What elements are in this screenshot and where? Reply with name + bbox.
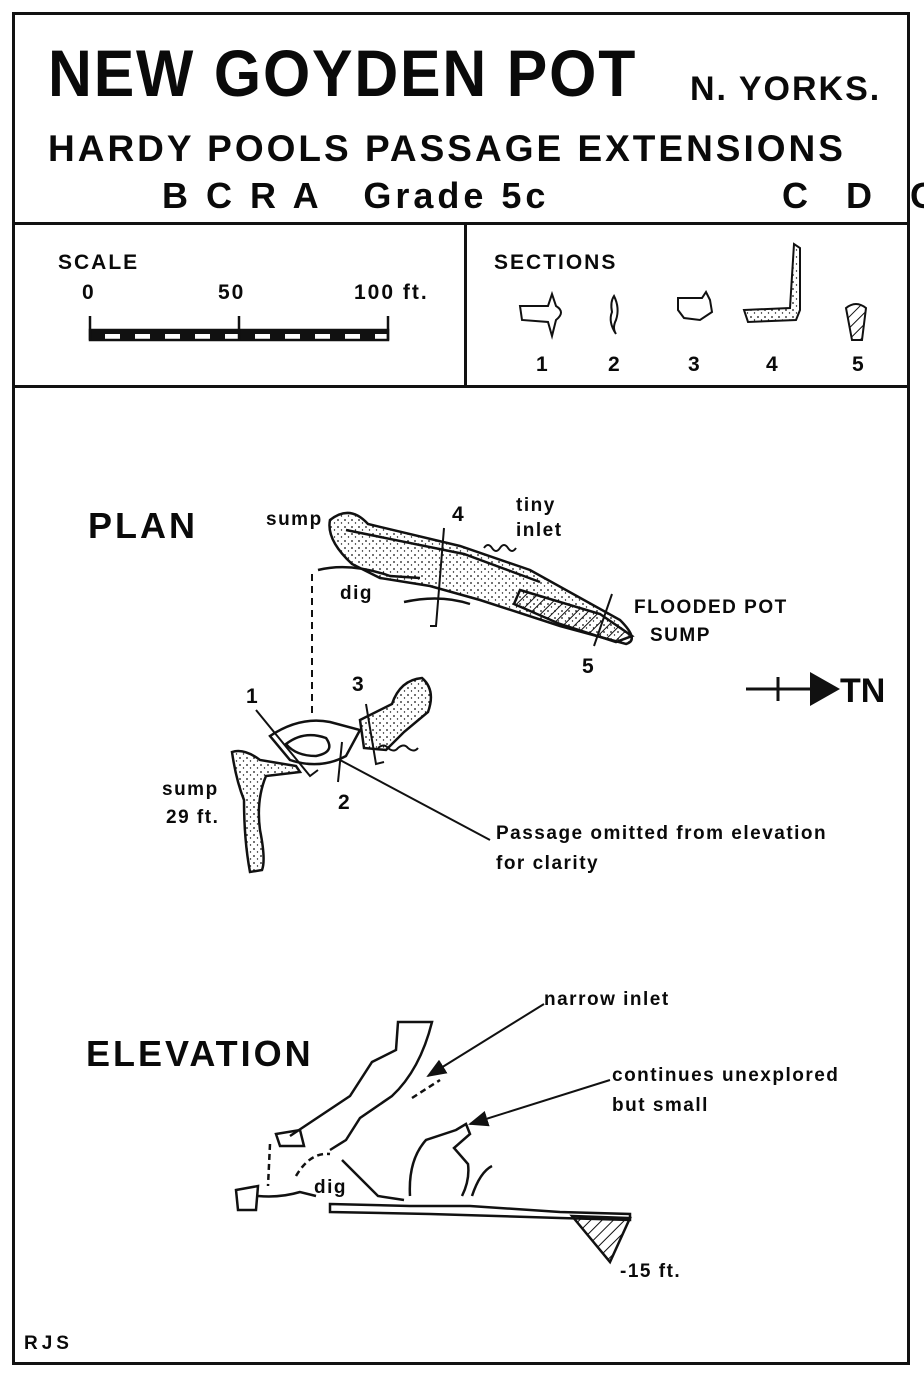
upper-shaft [289,1020,434,1152]
plan-section-markers [255,527,613,783]
left-sump [234,1184,260,1212]
chamber-3 [358,676,433,752]
flooded-pot [512,588,635,644]
plan-dig-label: dig [340,583,373,604]
continues-label-line1: continues unexplored [612,1065,840,1086]
plan-mark-5: 5 [582,655,596,678]
scale-tick-50: 50 [218,281,246,304]
scale-bar [88,316,390,342]
omitted-note-line2: for clarity [496,853,600,874]
section-number-2: 2 [608,353,622,376]
lower-loop [268,719,362,766]
narrow-inlet-label: narrow inlet [544,989,670,1010]
tiny-inlet-label: tiny inlet [516,495,563,541]
map-subtitle: HARDY POOLS PASSAGE EXTENSIONS [48,128,846,169]
scale-label: SCALE [58,251,140,274]
depth-label: -15 ft. [620,1261,682,1282]
survey-grade: B C R A Grade 5c [162,175,550,216]
plan-heading: PLAN [88,505,198,546]
narrow-inlet-dashes [411,1078,441,1100]
elevation-heading: ELEVATION [86,1033,314,1074]
sump-29-label: sump [162,779,219,800]
elevation-dig-label: dig [314,1177,347,1198]
section-1-shape [518,290,562,340]
section-number-1: 1 [536,353,550,376]
sump-29-passage [230,749,303,874]
flooded-sump-label: SUMP [650,625,711,646]
elevation-survey [234,1020,632,1265]
plan-sump-label: sump [266,509,323,530]
legend-divider [12,385,910,388]
sump-15 [569,1214,632,1265]
plan-mark-3: 3 [352,673,366,696]
continues-arrow [468,1079,611,1127]
section-number-4: 4 [766,353,780,376]
section-2-shape [609,294,619,335]
section-4-shape [742,242,801,324]
sections-label: SECTIONS [494,251,618,274]
cross-section-shapes [518,242,868,341]
plan-mark-1: 1 [246,685,260,708]
omitted-note-line1: Passage omitted from elevation [496,823,828,844]
section-number-5: 5 [852,353,866,376]
note-arrow-line [339,759,491,841]
section-3-shape [677,290,714,322]
plan-mark-2: 2 [338,791,352,814]
flooded-pot-label: FLOODED POT [634,597,788,618]
header-divider [12,222,910,225]
section-number-3: 3 [688,353,702,376]
map-title: NEW GOYDEN POT [48,36,638,110]
county-label: N. YORKS. [690,70,882,108]
legend-split [464,222,467,387]
author-initials: RJS [24,1333,73,1354]
true-north-arrow [746,672,840,706]
map-border [12,12,910,1365]
section-5-shape [844,303,868,341]
true-north-label: TN [840,672,886,710]
scale-tick-100: 100 ft. [354,281,429,304]
plan-mark-4: 4 [452,503,466,526]
right-aven [408,1122,472,1197]
narrow-inlet-arrow [426,1003,545,1078]
continues-label-line2: but small [612,1095,709,1116]
plan-survey [230,511,635,874]
club-initials: C D G [782,175,924,216]
tiny-inlet-squiggle [483,544,517,552]
scale-tick-0: 0 [82,281,96,304]
sump-29-depth: 29 ft. [166,807,220,828]
